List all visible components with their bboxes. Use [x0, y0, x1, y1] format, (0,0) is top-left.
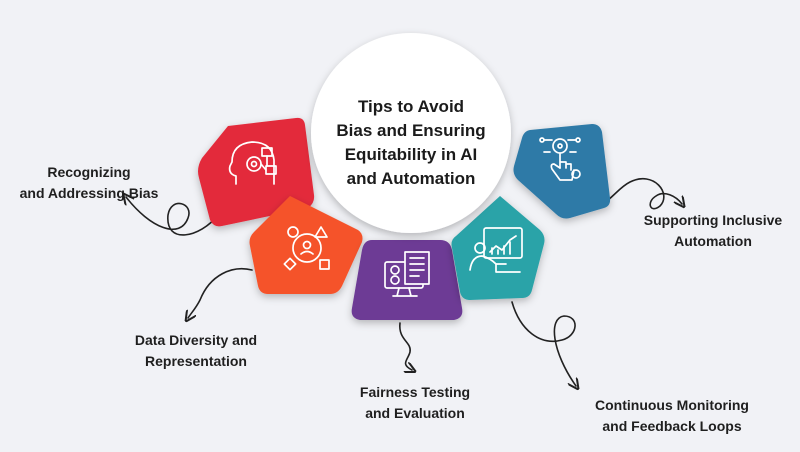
connector-data-diversity — [188, 268, 253, 318]
label-recognizing-line-2: and Addressing Bias — [19, 185, 159, 201]
label-fairness: Fairness Testing and Evaluation — [340, 382, 490, 424]
center-title-line-3: Equitability in AI — [344, 145, 478, 164]
label-continuous: Continuous Monitoring and Feedback Loops — [574, 395, 770, 437]
center-title: Tips to Avoid Bias and Ensuring Equitabi… — [306, 43, 516, 243]
label-data-diversity-line-2: Representation — [145, 353, 247, 369]
petal-supporting — [513, 124, 611, 219]
shapes-network-icon — [283, 226, 330, 271]
label-recognizing-line-1: Recognizing — [47, 164, 131, 180]
analytics-person-icon — [469, 227, 523, 273]
connector-recognizing — [126, 197, 219, 236]
monitor-checklist-icon — [384, 251, 430, 297]
label-data-diversity: Data Diversity and Representation — [118, 330, 274, 372]
label-supporting: Supporting Inclusive Automation — [630, 210, 796, 252]
label-supporting-line-2: Automation — [674, 233, 752, 249]
petal-recognizing — [198, 117, 315, 227]
label-supporting-line-1: Supporting Inclusive — [643, 212, 783, 228]
connector-continuous — [511, 301, 576, 386]
connector-supporting — [597, 178, 682, 210]
head-gears-icon — [228, 141, 277, 185]
label-fairness-line-1: Fairness Testing — [359, 384, 471, 400]
center-title-line-2: Bias and Ensuring — [336, 121, 486, 140]
center-circle — [311, 33, 511, 233]
label-data-diversity-line-1: Data Diversity and — [134, 332, 258, 348]
label-continuous-line-2: and Feedback Loops — [602, 418, 742, 434]
label-continuous-line-1: Continuous Monitoring — [595, 397, 749, 413]
label-fairness-line-2: and Evaluation — [365, 405, 465, 421]
connector-fairness — [399, 322, 412, 370]
center-title-line-4: and Automation — [346, 169, 476, 188]
center-title-line-1: Tips to Avoid — [357, 97, 465, 116]
label-recognizing: Recognizing and Addressing Bias — [14, 162, 164, 204]
hand-touch-icon — [539, 137, 581, 181]
petal-data-diversity — [249, 196, 363, 294]
